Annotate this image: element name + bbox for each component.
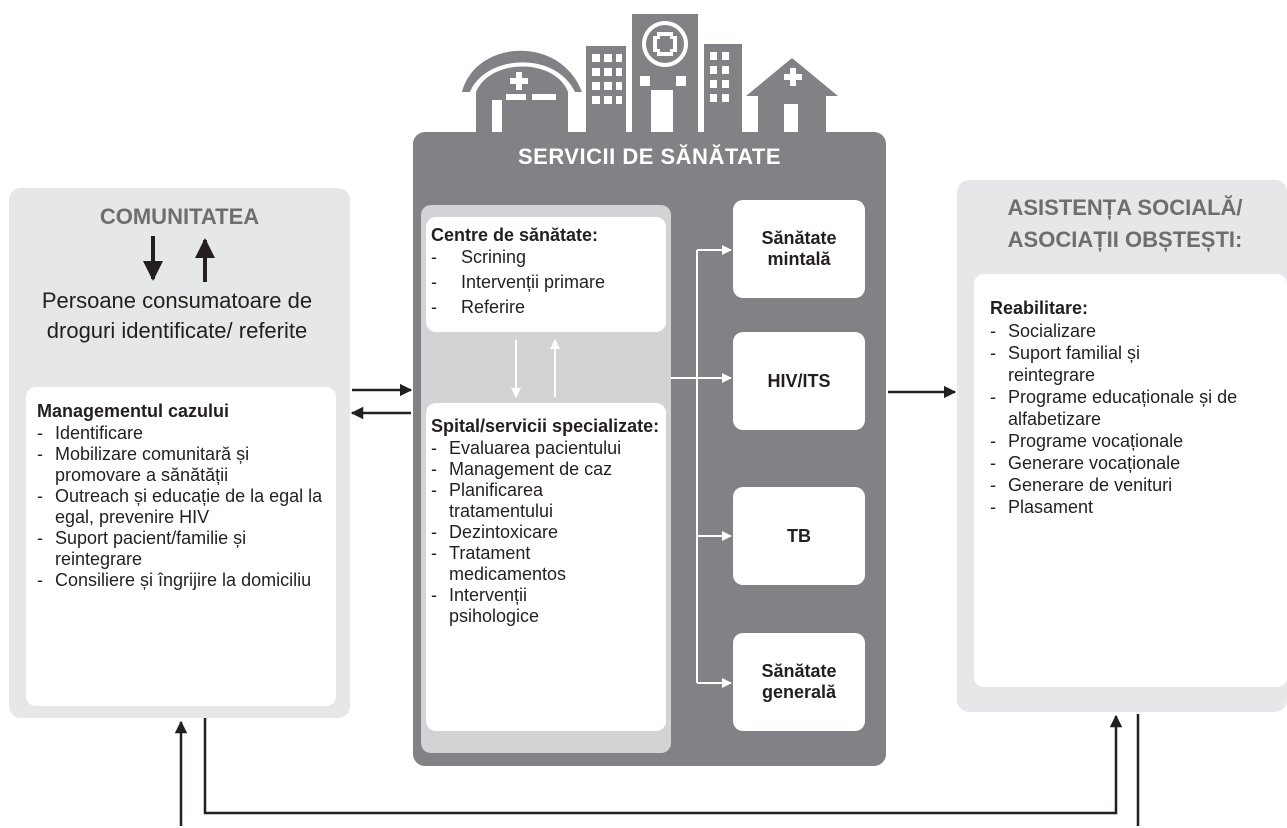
list-item: Identificare [37,423,329,444]
community-title: COMUNITATEA [99,204,260,229]
list-item: Intervenții primare [431,270,663,295]
hospital-icon [632,14,698,132]
list-item: Planificarea tratamentului [431,480,599,522]
list-item: Plasament [990,496,1280,518]
service-tb: TB [733,487,865,585]
list-item: Socializare [990,320,1280,342]
community-subtitle: Persoane consumatoare de droguri identif… [41,288,313,343]
up-down-arrows-icon [143,236,215,282]
service-general-health: Sănătate generală [733,633,865,731]
case-management-list: Identificare Mobilizare comunitară și pr… [37,423,329,591]
list-item: Generare de venituri [990,474,1280,496]
rehab-list: Socializare Suport familial și reintegra… [990,320,1280,518]
service-hiv: HIV/ITS [733,332,865,430]
list-item: Referire [431,295,663,320]
social-panel: ASISTENȚA SOCIALĂ/ ASOCIAȚII OBȘTEȘTI: R… [957,180,1287,712]
list-item: Evaluarea pacientului [431,438,665,459]
list-item: Programe vocaționale [990,430,1280,452]
apartment-building-icon [586,46,626,132]
rehab-title: Reabilitare: [990,298,1089,318]
health-services-title: SERVICII DE SĂNĂTATE [517,144,782,169]
services-connector [671,245,732,688]
buildings-skyline [462,14,838,132]
list-item: Intervenții psihologice [431,585,589,627]
hospital-card: Spital/servicii specializate: Evaluarea … [426,403,666,731]
health-centers-card: Centre de sănătate: Scrining Intervenții… [426,217,666,332]
list-item: Management de caz [431,459,665,480]
list-item: Mobilizare comunitară și promovare a săn… [37,444,329,486]
health-centers-list: Scrining Intervenții primare Referire [431,245,663,320]
list-item: Programe educaționale și de alfabetizare [990,386,1258,430]
list-item: Suport familial și reintegrare [990,342,1178,386]
rehab-card: Reabilitare: Socializare Suport familial… [974,274,1287,687]
list-item: Scrining [431,245,663,270]
office-building-icon [704,44,742,132]
service-mental-health: Sănătate mintală [733,200,865,298]
list-item: Dezintoxicare [431,522,665,543]
case-management-title: Managementul cazului [37,401,230,421]
house-icon [746,58,838,132]
community-panel: COMUNITATEA Persoane consumatoare de dro… [9,188,350,718]
hospital-list: Evaluarea pacientului Management de caz … [431,438,665,627]
list-item: Tratament medicamentos [431,543,609,585]
health-centers-title: Centre de sănătate: [431,225,599,245]
social-title: ASISTENȚA SOCIALĂ/ ASOCIAȚII OBȘTEȘTI: [1007,195,1243,252]
list-item: Outreach și educație de la egal la egal,… [37,486,329,528]
clinic-icon [462,50,582,132]
list-item: Suport pacient/familie și reintegrare [37,528,329,570]
list-item: Consiliere și îngrijire la domiciliu [37,570,329,591]
bottom-loop-connector [203,714,1123,815]
list-item: Generare vocaționale [990,452,1280,474]
case-management-card: Managementul cazului Identificare Mobili… [26,387,336,706]
hospital-title: Spital/servicii specializate: [431,416,660,436]
